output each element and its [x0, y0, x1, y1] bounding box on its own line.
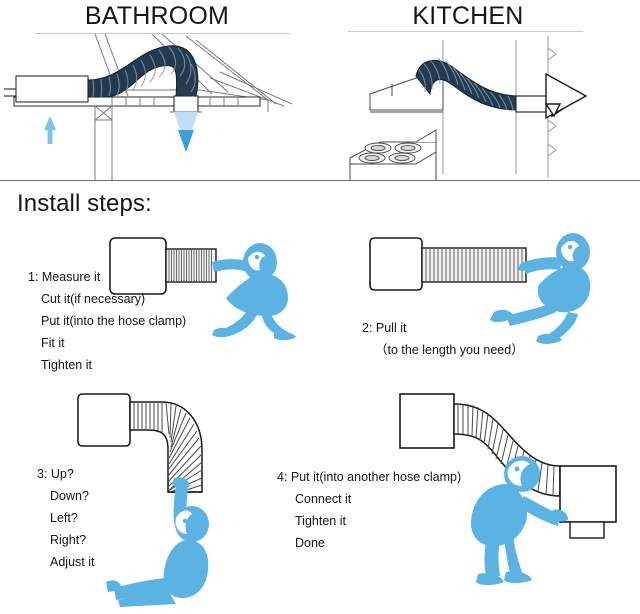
- step-1-line-5: Tighten it: [41, 358, 92, 372]
- step-3-line-3: Left?: [50, 511, 78, 525]
- person-connecting-figure: [470, 456, 568, 585]
- step-1-text-block: 1: Measure it Cut it(if necessary) Put i…: [28, 266, 186, 376]
- application-panel-kitchen: KITCHEN: [320, 0, 640, 180]
- step-3-line-4: Right?: [50, 533, 87, 547]
- step-4-line-1: 4: Put it(into another hose clamp): [277, 470, 462, 484]
- person-adjusting-figure: [106, 477, 209, 607]
- panel-title-kitchen: KITCHEN: [412, 2, 524, 30]
- step-2-text-block: 2: Pull it （to the length you need）: [362, 317, 524, 361]
- application-panel-bathroom: BATHROOM: [0, 0, 320, 180]
- kitchen-scene-illustration: [320, 34, 640, 180]
- step-3-line-2: Down?: [50, 489, 89, 503]
- person-pushing-figure: [212, 243, 296, 341]
- section-divider: [0, 180, 640, 181]
- step-4-illustration: [398, 392, 638, 592]
- step-2-illustration: [368, 228, 608, 353]
- step-1-line-2: Cut it(if necessary): [41, 292, 146, 306]
- step-2-line-1: 2: Pull it: [362, 321, 407, 335]
- person-pulling-figure: [490, 233, 591, 344]
- step-3-text-block: 3: Up? Down? Left? Right? Adjust it: [37, 463, 94, 573]
- install-steps-heading: Install steps:: [17, 190, 152, 217]
- panel-title-bathroom: BATHROOM: [84, 2, 230, 30]
- step-3-line-5: Adjust it: [50, 555, 95, 569]
- applications-row: BATHROOM: [0, 0, 640, 180]
- step-1-line-4: Fit it: [41, 336, 65, 350]
- panel-title-underline: [348, 31, 583, 32]
- bathroom-scene-illustration: [0, 34, 320, 180]
- step-4-line-4: Done: [295, 536, 325, 550]
- step-2-line-2: （to the length you need）: [375, 343, 524, 357]
- step-4-line-2: Connect it: [295, 492, 352, 506]
- step-1-line-3: Put it(into the hose clamp): [41, 314, 187, 328]
- stove-burners-icon: [358, 142, 422, 164]
- airflow-up-arrow: [44, 116, 56, 144]
- step-3-illustration: [76, 392, 256, 607]
- step-4-text-block: 4: Put it(into another hose clamp) Conne…: [277, 466, 461, 554]
- panel-title-underline: [35, 33, 290, 34]
- step-1-line-1: 1: Measure it: [28, 270, 101, 284]
- airflow-down-arrow: [174, 112, 198, 152]
- step-3-line-1: 3: Up?: [37, 467, 74, 481]
- step-4-line-3: Tighten it: [295, 514, 346, 528]
- step-1-illustration: [108, 232, 308, 342]
